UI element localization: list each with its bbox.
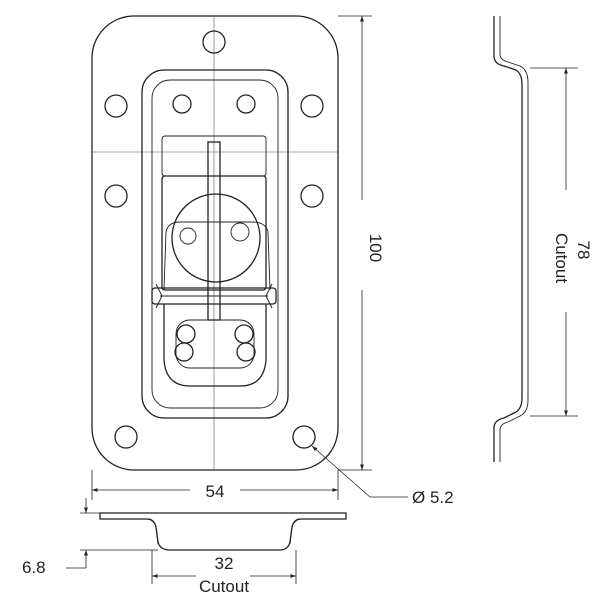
hole-diameter-label: Ø 5.2 [412,488,454,507]
side-profile-outer [493,16,523,462]
mounting-hole-lower-right [292,425,316,449]
dish-outer [141,69,289,419]
mounting-hole-lower-left [114,425,138,449]
lever-hole-tl [176,324,196,344]
dish-hole-left [172,94,192,114]
lever-hole-tr [234,324,254,344]
mounting-hole-mid-left [104,184,128,208]
mounting-hole-mid-right [300,184,324,208]
bottom-profile [99,512,347,551]
cam-pin-right [230,222,250,242]
mounting-hole-top [202,30,226,54]
depth-label: 6.8 [22,558,46,577]
lever-hole-br [236,342,256,362]
dimension-width [91,470,339,500]
hole-leader [311,445,408,498]
front-view [91,15,339,471]
mounting-hole-upper-left [104,94,128,118]
hinge-barrel [151,287,277,305]
lever-handle [163,304,267,387]
cutout-width-value: 32 [215,554,234,573]
mounting-hole-upper-right [300,94,324,118]
lever-hole-bl [174,342,194,362]
dish-inner [151,79,279,409]
cutout-width-caption: Cutout [199,577,249,596]
height-label: 100 [366,234,385,262]
lever-plate [175,319,255,369]
spring-arm-left [163,231,167,291]
dimension-height [338,15,372,471]
bottom-view [66,498,347,584]
dish-hole-right [236,94,256,114]
spring-arm [165,221,271,291]
side-profile-inner [499,16,529,462]
cutout-height-caption: Cutout [552,233,571,283]
side-view [493,16,578,462]
outer-flange [91,15,339,471]
width-label: 54 [206,482,225,501]
latch-body [161,175,267,291]
cutout-height-value: 78 [574,241,593,260]
cam-pin-left [179,227,197,245]
mounting-holes [104,30,324,449]
cam-disk [171,193,261,283]
